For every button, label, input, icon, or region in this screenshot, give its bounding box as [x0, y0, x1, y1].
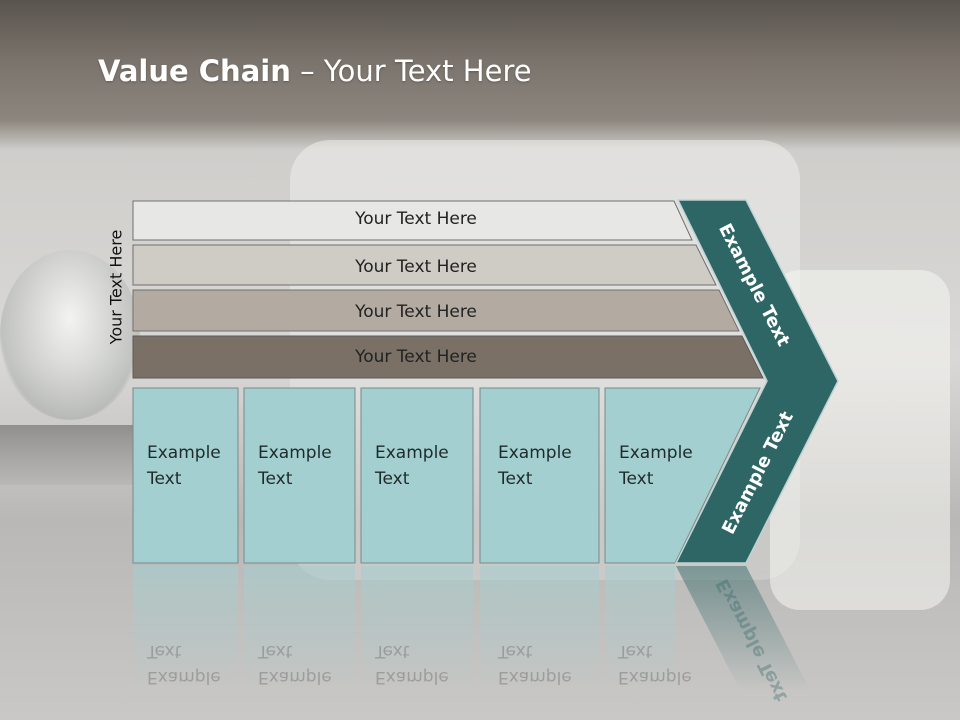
column-box-5 — [604, 387, 761, 564]
title-bold: Value Chain — [98, 54, 291, 88]
column-box-3 — [360, 387, 474, 564]
column-label-4: Example Text — [484, 388, 599, 563]
column-label-3-line1: Example — [375, 443, 449, 463]
column-reflection-3 — [361, 566, 473, 691]
chevron-reflection — [676, 566, 810, 690]
column-label-5: Example Text — [605, 388, 715, 563]
column-label-3-line2: Text — [375, 469, 410, 489]
row-label-4: Your Text Here — [355, 347, 477, 367]
column-reflection-4 — [480, 566, 599, 691]
slide-title: Value Chain – Your Text Here — [98, 54, 532, 88]
column-reflection-5 — [605, 566, 675, 691]
column-label-4-line2: Text — [498, 469, 533, 489]
column-label-5-line2: Text — [619, 469, 654, 489]
row-label-1: Your Text Here — [355, 209, 477, 229]
column-label-2: Example Text — [244, 388, 355, 563]
row-bar-3 — [132, 289, 740, 332]
row-bar-1 — [132, 200, 693, 241]
column-reflection-1 — [133, 566, 238, 691]
column-box-1 — [132, 387, 239, 564]
chevron-arrow — [674, 199, 839, 564]
row-label-3: Your Text Here — [355, 302, 477, 322]
column-label-5-line1: Example — [619, 443, 693, 463]
row-bar-4 — [132, 335, 764, 379]
column-label-4-line1: Example — [498, 443, 572, 463]
column-label-2-line2: Text — [258, 469, 293, 489]
column-reflection-2 — [244, 566, 355, 691]
row-bar-2 — [132, 244, 717, 286]
column-label-2-line1: Example — [258, 443, 332, 463]
column-label-1-line1: Example — [147, 443, 221, 463]
column-label-3: Example Text — [361, 388, 473, 563]
column-box-4 — [479, 387, 600, 564]
row-label-2: Your Text Here — [355, 257, 477, 277]
title-rest: – Your Text Here — [290, 54, 532, 88]
column-label-1-line2: Text — [147, 469, 182, 489]
column-label-1: Example Text — [133, 388, 238, 563]
column-box-2 — [243, 387, 356, 564]
